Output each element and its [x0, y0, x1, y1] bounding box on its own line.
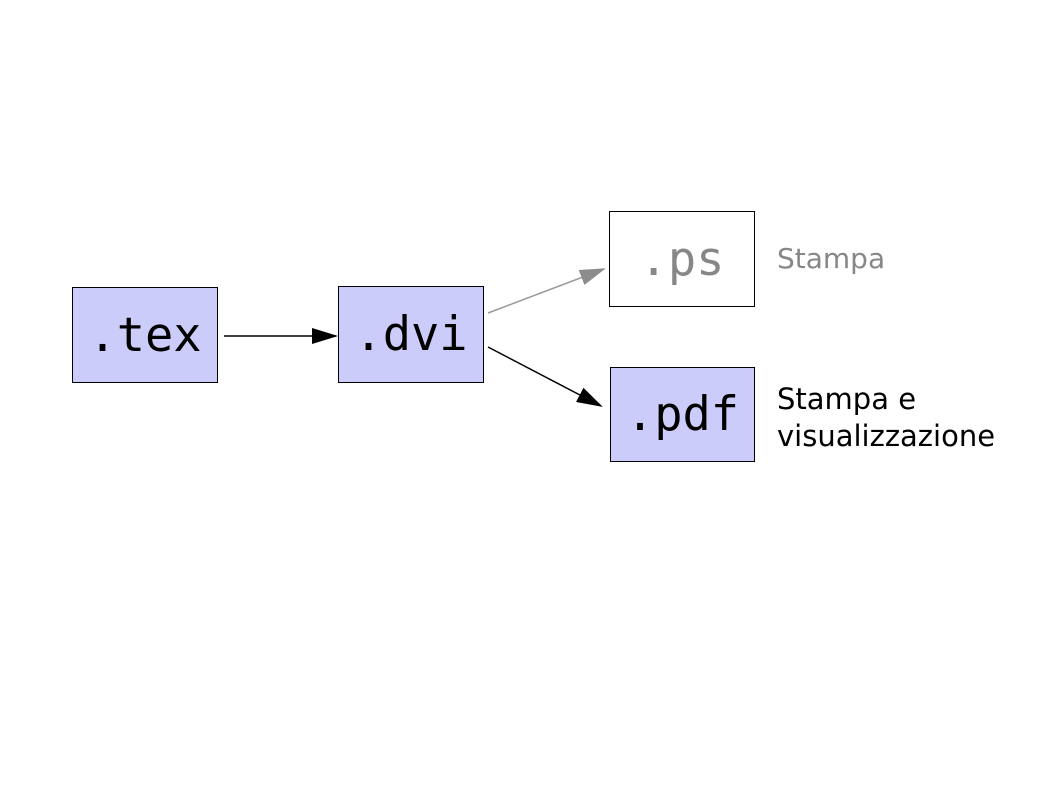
node-tex-label: .tex: [88, 307, 202, 363]
annotation-stampa: Stampa: [777, 242, 886, 275]
node-pdf-label: .pdf: [625, 387, 740, 442]
annotation-stampa-visualizzazione: Stampa e visualizzazione: [777, 382, 996, 453]
arrow-dvi-to-ps: [487, 268, 606, 314]
node-dvi: .dvi: [338, 286, 484, 383]
node-tex: .tex: [72, 287, 218, 383]
node-pdf: .pdf: [610, 367, 755, 462]
node-dvi-label: .dvi: [354, 307, 468, 362]
node-ps: .ps: [609, 211, 755, 307]
node-ps-label: .ps: [639, 231, 725, 287]
arrow-dvi-to-pdf: [487, 346, 603, 407]
